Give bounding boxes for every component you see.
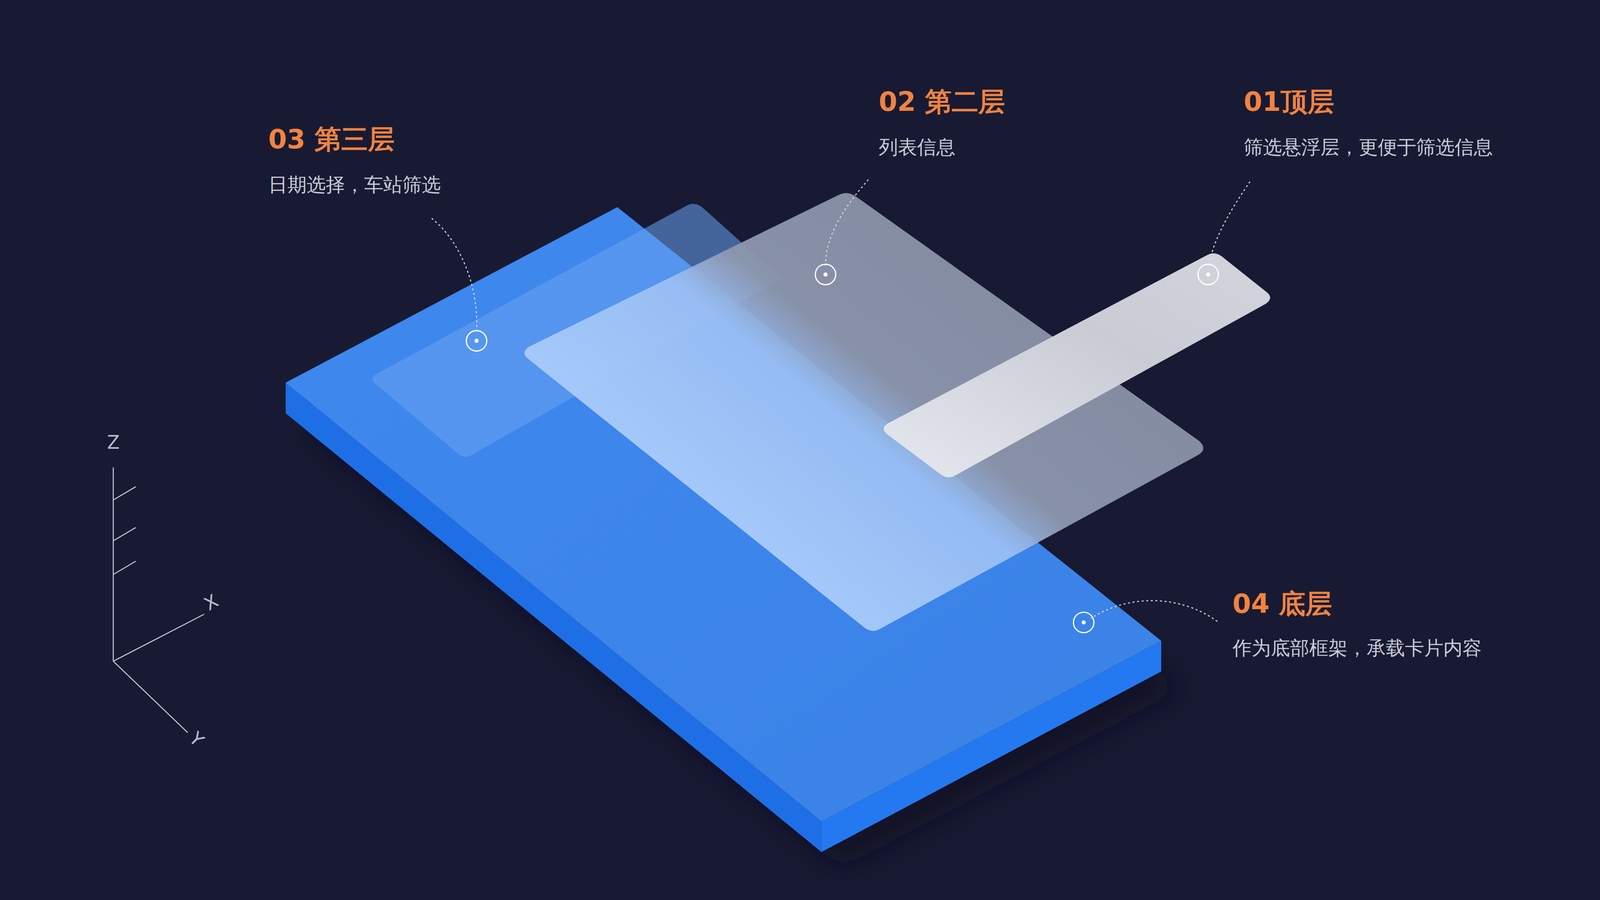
layer-heading: 04 底层 [1232, 587, 1333, 620]
axis [113, 467, 205, 733]
second-layer [524, 192, 1204, 631]
layer-description: 日期选择，车站筛选 [268, 173, 441, 197]
axis-label: X [200, 590, 223, 616]
top-layer [883, 253, 1271, 478]
layer-description: 筛选悬浮层，更便于筛选信息 [1243, 135, 1493, 159]
layer-heading: 02 第二层 [878, 85, 1005, 118]
layer-heading: 03 第三层 [268, 123, 395, 156]
layer-heading: 01顶层 [1243, 85, 1335, 118]
layer-description: 列表信息 [878, 135, 956, 159]
leader-lines [431, 179, 1250, 622]
callout-dots [466, 264, 1219, 633]
callout-dot-centers [474, 272, 1211, 625]
axis-label: Z [107, 431, 120, 454]
layer-description: 作为底部框架，承载卡片内容 [1232, 636, 1482, 660]
axis-label: Y [184, 727, 208, 751]
